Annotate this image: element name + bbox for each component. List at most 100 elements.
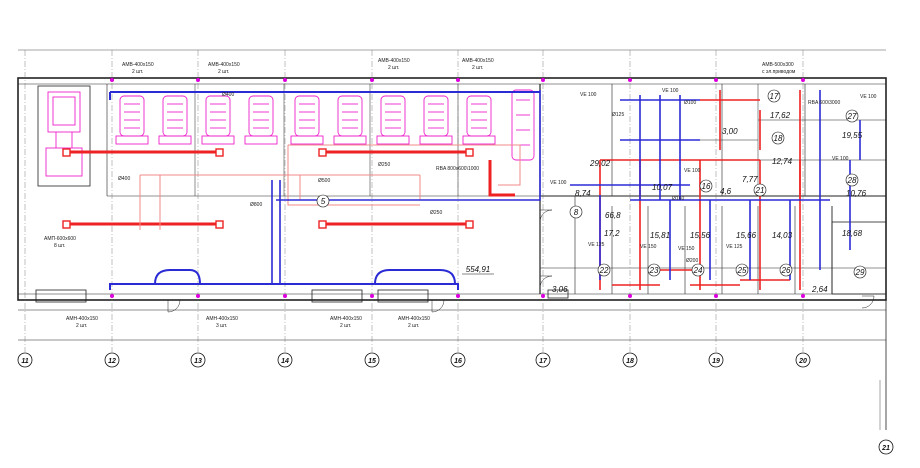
fan-coil-icon (244, 95, 278, 145)
exhaust-duct-right (570, 184, 830, 280)
bottom-label-sub: 2 шт. (340, 323, 351, 329)
axis-bubble: 12 (104, 352, 120, 368)
ve-label: VE 125 (726, 244, 743, 250)
diam-label: Ø400 (222, 92, 234, 98)
room-tag: 22 17,2 (597, 229, 620, 277)
room-tag: 24 15,56 (690, 231, 711, 277)
svg-text:15,56: 15,56 (690, 231, 711, 240)
ahu-unit-large-icon (45, 91, 83, 177)
bottom-label: АМН-400х150 (330, 316, 362, 322)
door-swing-icon (539, 209, 553, 223)
bottom-label-sub: 3 шт. (216, 323, 227, 329)
top-label: АМВ-400х150 (378, 58, 410, 64)
fan-coil-icon (462, 95, 496, 145)
bottom-label: АМН-400х150 (206, 316, 238, 322)
svg-text:66,8: 66,8 (605, 211, 621, 220)
diffuser-icon (215, 220, 224, 229)
ve-label: VE 150 (678, 246, 695, 252)
room-tag: 10,07 (652, 183, 673, 192)
diffuser-icon (62, 220, 71, 229)
axis-label: 17 (539, 358, 548, 365)
svg-text:8: 8 (574, 208, 579, 217)
heater-icon (311, 289, 363, 303)
bottom-labels: АМН-400х150 2 шт. АМН-400х150 3 шт. АМН-… (66, 316, 430, 329)
fan-coil-icon (201, 95, 235, 145)
svg-text:18,68: 18,68 (842, 229, 863, 238)
room-tag: 29,02 (589, 159, 611, 168)
diam-label: Ø500 (318, 178, 330, 184)
room-tag: 2,64 (811, 285, 828, 294)
fan-coil-icon (511, 89, 535, 161)
svg-text:3,00: 3,00 (722, 127, 738, 136)
axis-label: 18 (626, 358, 634, 365)
axis-bubble: 19 (708, 352, 724, 368)
svg-text:10,07: 10,07 (652, 183, 673, 192)
svg-text:22: 22 (599, 266, 609, 275)
column-markers (110, 78, 805, 298)
svg-text:24: 24 (693, 266, 703, 275)
doors (167, 209, 875, 313)
side-label: АМП-600х600 (44, 236, 76, 242)
bottom-label: АМН-400х150 (398, 316, 430, 322)
svg-text:17: 17 (770, 92, 779, 101)
diffuser-icon (215, 148, 224, 157)
bottom-label-sub: 2 шт. (76, 323, 87, 329)
amb-right-label-sub: с эл.приводом (762, 69, 796, 75)
fan-coil-icon (419, 95, 453, 145)
svg-text:17,2: 17,2 (604, 229, 620, 238)
diam-label: Ø250 (378, 162, 390, 168)
room-tag: 88,74 (569, 189, 591, 219)
axis-bubble: 17 (535, 352, 551, 368)
room-tag: 3,00 (722, 127, 738, 136)
axis-label: 16 (454, 358, 462, 365)
ve-label: VE 100 (550, 180, 567, 186)
ve-label: VE 125 (588, 242, 605, 248)
svg-text:15,81: 15,81 (650, 231, 670, 240)
top-labels: АМВ-400х150 2 шт. АМВ-400х150 2 шт. АМВ-… (122, 58, 494, 75)
axis-bubble: 14 (277, 352, 293, 368)
axis-label: 11 (21, 358, 28, 365)
supply-branch-duct (287, 144, 521, 206)
axis-bubbles: 11 12 13 14 15 16 17 18 19 20 21 (17, 352, 894, 455)
room-tag: 3,06 (552, 285, 568, 294)
hall-number: 5 (321, 197, 326, 206)
diam-label: Ø800 (250, 202, 262, 208)
svg-text:23: 23 (649, 266, 659, 275)
svg-text:7,77: 7,77 (742, 175, 758, 184)
top-label-sub: 2 шт. (472, 65, 483, 71)
ve-label: VE 150 (640, 244, 657, 250)
supply-ducts (66, 90, 801, 290)
diam-label: Ø200 (686, 258, 698, 264)
exhaust-duct-right (620, 95, 700, 200)
ve-label: VE 100 (832, 156, 849, 162)
diffuser-icon (318, 148, 327, 157)
svg-text:28: 28 (847, 176, 857, 185)
top-label-sub: 2 шт. (218, 69, 229, 75)
axis-label: 15 (368, 358, 376, 365)
axis-bubble: 21 (878, 439, 894, 455)
axis-label: 21 (881, 445, 890, 452)
diffuser-icon (62, 148, 71, 157)
top-label: АМВ-400х150 (208, 62, 240, 68)
rba-label-right: RBA 600\3000 (808, 100, 840, 106)
air-handling-units (45, 89, 535, 177)
diam-label: Ø400 (118, 176, 130, 182)
svg-text:8,74: 8,74 (575, 189, 591, 198)
heater-icon (547, 289, 569, 299)
bottom-label-sub: 2 шт. (408, 323, 419, 329)
svg-text:18: 18 (774, 134, 783, 143)
fan-coil-icon (158, 95, 192, 145)
svg-text:14,03: 14,03 (772, 231, 793, 240)
svg-text:3,06: 3,06 (552, 285, 568, 294)
diam-label: Ø125 (612, 112, 624, 118)
duct-labels: VE 100 VE 100 VE 100 VE 100 VE 125 VE 15… (118, 88, 877, 264)
hall-area: 554,91 (466, 265, 490, 274)
axis-label: 14 (281, 358, 289, 365)
svg-text:4,6: 4,6 (720, 187, 732, 196)
exhaust-main-duct (109, 91, 540, 100)
